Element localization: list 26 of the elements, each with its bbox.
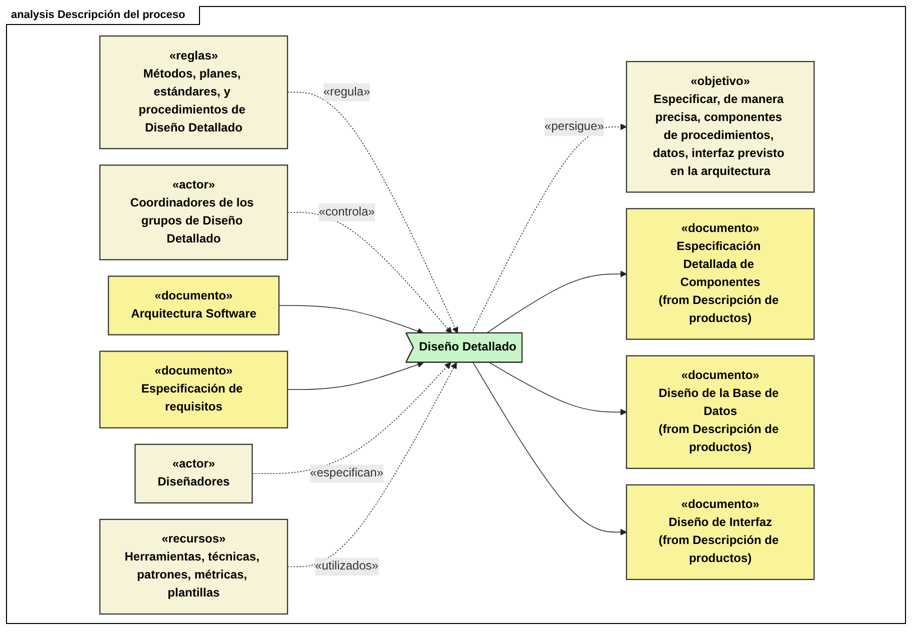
node-box: «documento» Especificación Detallada de Componentes (from Descripción de productos) xyxy=(626,208,815,340)
edge-label: «regula» xyxy=(323,86,370,98)
arrow xyxy=(287,361,424,390)
node-box: «documento» Arquitectura Software xyxy=(108,276,280,336)
arrow xyxy=(287,92,458,334)
node-box: «documento» Especificación de requisitos xyxy=(99,350,288,428)
arrow xyxy=(278,305,424,334)
edge-label: «persigue» xyxy=(544,120,604,133)
node-box: «documento» Diseño de Interfaz (from Descripción de productos) xyxy=(626,484,815,580)
frame-title: analysis Descripción del proceso xyxy=(6,6,200,25)
node-box: «actor» Diseñadores xyxy=(134,444,253,504)
arrow xyxy=(486,270,627,334)
node-box: «recursos» Herramientas, técnicas, patrones, métricas, plantillas xyxy=(99,518,288,615)
node-box: «reglas» Métodos, planes, estándares, y procedimientos de Diseño Detallado xyxy=(99,35,288,150)
arrow xyxy=(287,212,452,334)
arrow xyxy=(287,362,457,568)
node-box: «documento» Diseño de la Base de Datos (from Descripción de productos) xyxy=(626,355,815,469)
arrow xyxy=(471,124,627,334)
node-box: «actor» Coordinadores de los grupos de Diseño Detallado xyxy=(99,164,288,260)
edge-label: «controla» xyxy=(318,206,375,218)
edge-label: «especifican» xyxy=(310,466,384,480)
arrow xyxy=(472,362,627,536)
arrow xyxy=(489,362,627,416)
edge-label: «utilizados» xyxy=(315,560,378,573)
node-box: «objetivo» Especificar, de manera precisa, componentes de procedimientos, datos, interfaz previsto en la arquitectura xyxy=(626,60,815,193)
arrow xyxy=(252,362,452,474)
